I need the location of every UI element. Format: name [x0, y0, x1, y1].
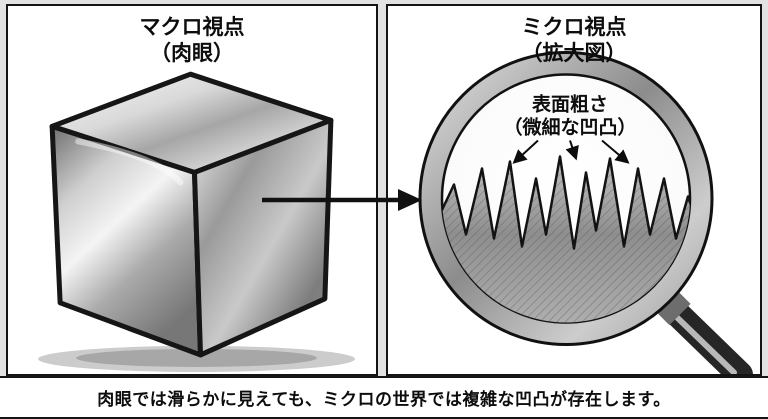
magnifier-rim	[418, 51, 714, 346]
micro-panel-title: ミクロ視点 （拡大図）	[388, 14, 760, 67]
macro-title-line2: （肉眼）	[150, 41, 234, 66]
micro-panel: ミクロ視点 （拡大図）	[386, 4, 762, 376]
label-arrow-middle	[565, 140, 579, 161]
roughness-profile-hatch	[442, 156, 690, 323]
cube-top-face	[49, 71, 334, 175]
cube-right-face	[192, 117, 334, 358]
roughness-label-line1: 表面粗さ	[532, 93, 608, 116]
micro-title-line2: （拡大図）	[521, 41, 627, 66]
label-arrow-left	[512, 139, 539, 164]
roughness-label-line2: （微細な凹凸）	[503, 116, 636, 139]
caption-text: 肉眼では滑らかに見えても、ミクロの世界では複雑な凹凸が存在します。	[97, 390, 671, 410]
macro-title-line1: マクロ視点	[139, 15, 245, 39]
macro-panel: マクロ視点 （肉眼）	[6, 4, 378, 376]
cube-highlight	[75, 138, 184, 186]
micro-title-line1: ミクロ視点	[521, 15, 627, 39]
magnifier-handle	[659, 295, 753, 374]
macro-panel-title: マクロ視点 （肉眼）	[8, 14, 376, 67]
caption-bar: 肉眼では滑らかに見えても、ミクロの世界では複雑な凹凸が存在します。	[0, 376, 768, 419]
magnifier-lens	[440, 73, 692, 324]
roughness-profile	[442, 155, 690, 323]
label-arrow-right	[601, 139, 630, 164]
cube-shadow	[38, 345, 355, 372]
magnifier-collar	[649, 283, 691, 326]
magnifier-handle-highlight	[671, 311, 737, 374]
cube-shadow-core	[76, 348, 317, 367]
cube-left-face	[49, 123, 204, 358]
